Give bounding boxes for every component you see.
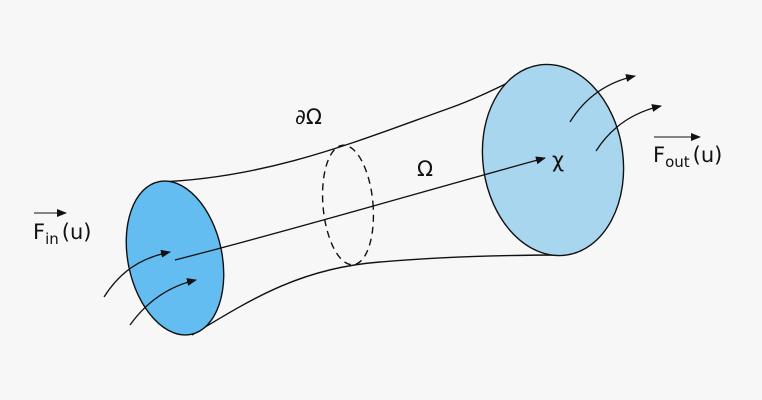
flux-out-subscript: out bbox=[665, 153, 690, 171]
flux-out-label: Fout(u) bbox=[653, 133, 722, 171]
outflow-arrow-2 bbox=[595, 104, 662, 152]
flux-in-label: Fin(u) bbox=[33, 209, 91, 248]
inflow-arrow-2 bbox=[129, 278, 197, 326]
inflow-arrow-1 bbox=[103, 249, 171, 298]
dashed-cross-section bbox=[321, 144, 375, 266]
tube-bottom-boundary bbox=[191, 254, 566, 336]
flux-in-symbol: F bbox=[33, 220, 45, 244]
flux-in-argument: (u) bbox=[62, 220, 92, 244]
svg-text:Fin(u): Fin(u) bbox=[33, 220, 91, 248]
boundary-label: ∂Ω bbox=[295, 105, 322, 129]
flux-in-subscript: in bbox=[45, 230, 59, 248]
outflow-arrow-1 bbox=[569, 74, 636, 123]
point-label: χ bbox=[552, 148, 564, 172]
outlet-cross-section bbox=[481, 63, 625, 257]
svg-text:Fout(u): Fout(u) bbox=[653, 143, 722, 171]
flux-out-symbol: F bbox=[653, 143, 665, 167]
domain-label: Ω bbox=[417, 157, 433, 181]
flux-out-argument: (u) bbox=[693, 143, 723, 167]
streamline-arrow bbox=[174, 156, 546, 261]
